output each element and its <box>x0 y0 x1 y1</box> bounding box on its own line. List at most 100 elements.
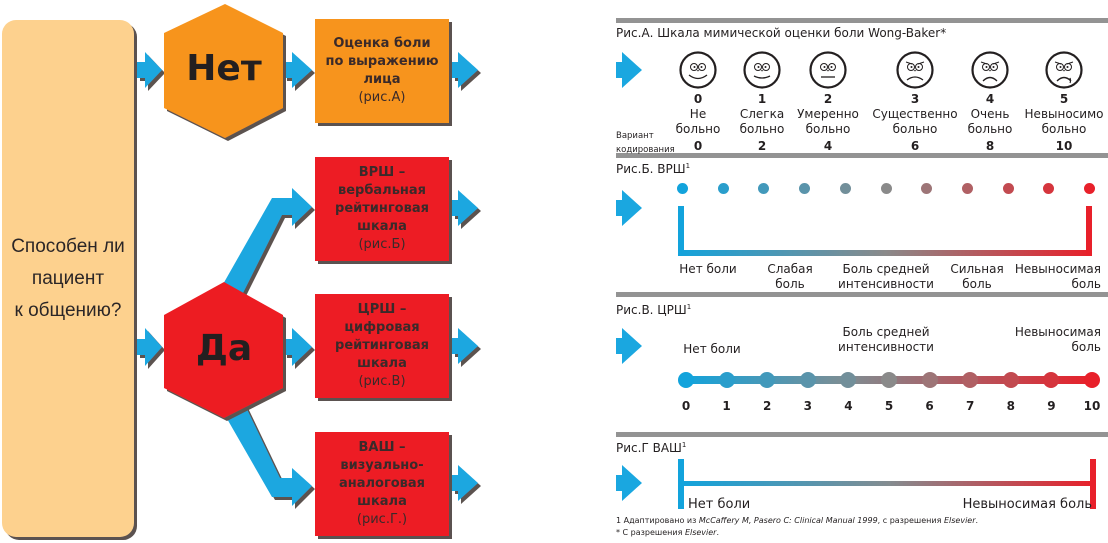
vrsh-label-line: Сильная <box>950 262 1004 276</box>
face-label-line: больно <box>1041 122 1087 136</box>
panel-arrows <box>616 52 642 501</box>
vrsh-dot <box>677 183 688 194</box>
coding-label-line: кодирования <box>616 145 675 155</box>
crsh-tick-label: 0 <box>681 399 691 413</box>
fig-c-title-text: Рис.В. ЦРШ <box>616 303 687 317</box>
vrsh-dot <box>921 183 933 194</box>
crsh-dot <box>799 372 816 388</box>
face-code: 10 <box>1055 139 1073 153</box>
face-score: 1 <box>757 92 767 106</box>
step-title-line: ВРШ – <box>358 165 406 180</box>
arrow-yes-to-vrsh <box>222 188 312 293</box>
vash-left-label: Нет боли <box>688 497 751 512</box>
face-icon-very-sad <box>971 51 1009 89</box>
crsh-tick-label: 1 <box>722 399 731 413</box>
face-label-line: Слегка <box>739 107 785 121</box>
crsh-dot <box>881 372 897 388</box>
face-label-line: Существенно <box>872 107 958 121</box>
face-icon-very-happy <box>679 51 717 89</box>
vash-right-label: Невыносимая боль <box>962 497 1092 512</box>
step-title-line: ЦРШ – <box>357 302 407 317</box>
step-ref: (рис.А) <box>358 90 406 105</box>
step-face-assessment: Оценка боли по выражению лица (рис.А) <box>315 19 449 123</box>
face-code: 6 <box>910 139 920 153</box>
step-vrsh: ВРШ – вербальная рейтинговая шкала (рис.… <box>315 157 449 261</box>
crsh-dot <box>718 372 735 388</box>
vrsh-dot <box>961 183 973 194</box>
arrow-fig-b <box>616 190 642 226</box>
separator <box>616 432 1108 437</box>
footnote-text: * С разрешения <box>616 528 685 537</box>
arrow-no-to-face <box>284 52 312 88</box>
footnote-text: 1 Адаптировано из <box>616 516 699 525</box>
face-label-line: Умеренно <box>797 107 859 121</box>
crsh-tick-label: 5 <box>884 399 894 413</box>
vrsh-label-line: боль <box>962 277 992 291</box>
step-title-line: шкала <box>357 494 407 509</box>
face-code: 4 <box>823 139 833 153</box>
crsh-dot <box>921 372 938 388</box>
step-title-line: рейтинговая <box>335 338 429 353</box>
face-label-line: больно <box>805 122 851 136</box>
face-code: 0 <box>693 139 703 153</box>
no-hexagon <box>164 4 283 138</box>
arrow-to-no <box>137 52 162 88</box>
footnote-1: 1 Адаптировано из McCaffery M, Pasero C:… <box>616 516 978 525</box>
face-icon-neutral <box>809 51 847 89</box>
step-crsh: ЦРШ – цифровая рейтинговая шкала (рис.В) <box>315 294 449 398</box>
step-title-line: ВАШ – <box>358 440 406 455</box>
fig-a-title: Рис.А. Шкала мимической оценки боли Wong… <box>616 26 947 40</box>
face-label-line: Очень <box>970 107 1010 121</box>
face-score: 5 <box>1059 92 1069 106</box>
vrsh-scale-line <box>678 206 1092 256</box>
yes-label: Да <box>195 328 253 369</box>
vrsh-dot <box>1043 183 1055 194</box>
step-title-line: аналоговая <box>338 476 426 491</box>
step-title-line: вербальная <box>337 183 427 198</box>
arrow-out-2 <box>452 190 478 226</box>
face-icon-crying <box>1045 51 1083 89</box>
arrow-out-1 <box>452 52 478 88</box>
arrow-fig-a <box>616 52 642 88</box>
crsh-label-line: боль <box>1071 340 1101 354</box>
fig-b-title-text: Рис.Б. ВРШ <box>616 162 686 176</box>
crsh-tick-label: 10 <box>1083 399 1101 413</box>
question-line: пациент <box>31 267 105 289</box>
vrsh-label-line: боль <box>775 277 805 291</box>
arrow-fig-c <box>616 328 642 364</box>
arrow-to-yes <box>137 328 162 366</box>
face-code: 2 <box>757 139 767 153</box>
coding-label-line: Вариант <box>616 131 654 141</box>
fig-c-title: Рис.В. ЦРШ1 <box>616 303 691 317</box>
separator <box>616 18 1108 23</box>
footnote-publisher: Elsevier <box>943 516 976 525</box>
footnote-source: McCaffery M, Pasero C: Clinical Manual 1… <box>698 516 878 525</box>
crsh-label-line: Боль средней <box>842 325 930 339</box>
crsh-tick-label: 7 <box>966 399 975 413</box>
arrow-out-4 <box>452 465 478 501</box>
face-score: 2 <box>823 92 833 106</box>
crsh-tick-label: 3 <box>803 399 812 413</box>
pain-assessment-flowchart: Способен ли пациент к общению? Нет Да Оц… <box>2 4 478 537</box>
coding-label: Вариант кодирования <box>616 129 675 157</box>
step-title-line: шкала <box>357 219 407 234</box>
footnote-text: , с разрешения <box>877 516 944 525</box>
crsh-dot <box>840 372 857 388</box>
face-label-line: больно <box>967 122 1013 136</box>
vrsh-label-line: Боль средней <box>842 262 930 276</box>
crsh-dot <box>962 372 979 388</box>
step-ref: (рис.Б) <box>358 237 406 252</box>
footnote-mark: 1 <box>681 441 687 449</box>
arrow-fig-d <box>616 465 642 501</box>
fig-d-title-text: Рис.Г ВАШ <box>616 441 682 455</box>
vash-scale-line <box>678 459 1096 509</box>
vrsh-label-line: боль <box>1071 277 1101 291</box>
